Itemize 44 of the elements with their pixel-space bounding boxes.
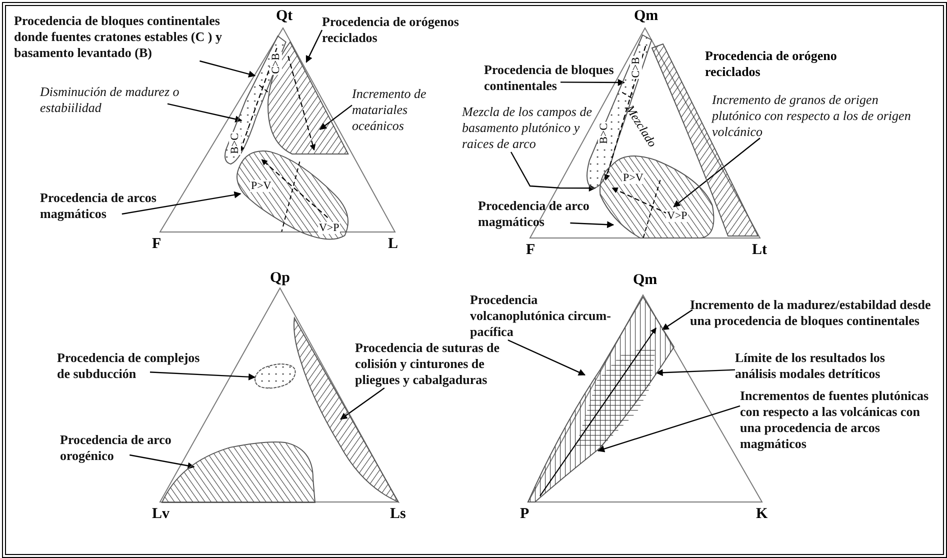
leader-arrow	[560, 78, 625, 86]
callout-text: Procedencia de orógeno reciclados	[705, 48, 838, 80]
leader-arrow	[508, 339, 586, 376]
axis-label: Qm	[634, 8, 658, 24]
callout-text: Incremento de la madurez/estabildad desde una procedencia de bloques continentales	[690, 297, 940, 329]
callout-text: Procedencia de complejos de subducción	[57, 350, 207, 382]
leader-arrow	[306, 30, 323, 63]
field-label: P>V	[622, 172, 644, 184]
axis-label: Lv	[152, 506, 170, 522]
axis-label: Ls	[390, 506, 406, 522]
callout-text: Procedencia de arco orogénico	[60, 432, 180, 464]
callout-text: Disminución de madurez o estabiilidad	[40, 84, 210, 116]
callout-text: Procedencia de bloques continentales donde fuentes cratones estables (C ) y basamento levantado (B)	[14, 13, 249, 61]
field-label: B>C	[228, 132, 241, 155]
field-label: C>B	[270, 52, 282, 75]
axis-label: Lt	[752, 242, 767, 258]
field-label: C>B	[630, 56, 642, 79]
leader-arrow	[662, 309, 693, 330]
axis-label: F	[152, 236, 162, 252]
leader-arrow	[597, 405, 740, 452]
axis-label: P	[520, 506, 530, 522]
leader-arrow	[122, 191, 242, 215]
leader-arrow	[510, 152, 596, 192]
field-label: B>C	[598, 122, 610, 145]
leader-arrow	[200, 60, 256, 78]
axis-label: Qt	[276, 8, 293, 24]
axis-label: K	[756, 506, 768, 522]
leader-arrow	[656, 369, 736, 376]
leader-arrow	[150, 372, 256, 380]
axis-label: Qp	[270, 270, 290, 286]
callout-text: Incremento de matariales oceánicos	[352, 86, 442, 134]
callout-text: Procedencia volcanoplutónica circum-pacífica	[470, 292, 635, 340]
callout-text: Incrementos de fuentes plutónicas con respecto a las volcánicas con una procedencia de arcos magmáticos	[740, 388, 940, 452]
callout-text: Procedencia de orógenos reciclados	[322, 14, 482, 46]
leader-arrow	[570, 221, 614, 228]
field-label: V>P	[666, 210, 688, 222]
callout-text: Límite de los resultados los análisis modales detríticos	[735, 350, 915, 382]
axis-label: F	[526, 242, 536, 258]
axis-label: Qm	[633, 272, 658, 288]
leader-arrow	[130, 454, 195, 470]
callout-text: Incremento de granos de origen plutónico con respecto a los de origen volcánico	[712, 92, 912, 140]
axis-label: L	[388, 236, 398, 252]
callout-text: Procedencia de suturas de colisión y cinturones de pliegues y cabalgaduras	[355, 340, 510, 388]
callout-text: Procedencia de arcos magmáticos	[40, 190, 170, 222]
